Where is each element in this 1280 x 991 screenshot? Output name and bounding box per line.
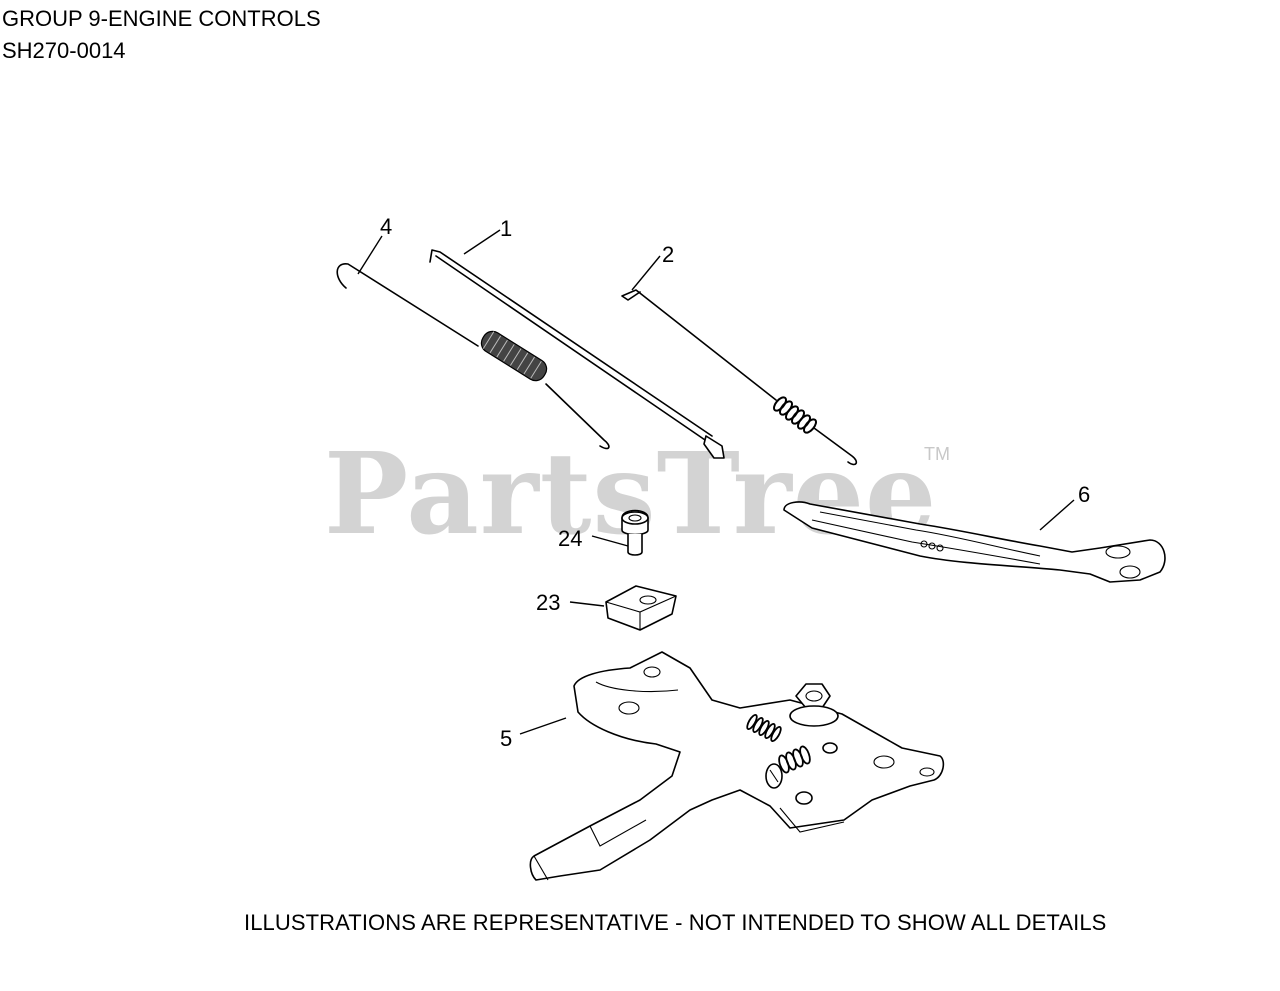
part-5-control-bracket[interactable] (529, 651, 945, 881)
callout-4[interactable]: 4 (380, 214, 392, 239)
part-1-control-rod[interactable] (429, 249, 725, 459)
part-4-spring-link[interactable] (336, 263, 610, 450)
callout-23[interactable]: 23 (536, 590, 560, 615)
diagram-code: SH270-0014 (2, 38, 126, 63)
disclaimer-note: ILLUSTRATIONS ARE REPRESENTATIVE - NOT I… (244, 910, 1107, 935)
leader-2 (631, 255, 661, 291)
leader-4 (357, 235, 383, 275)
part-23-clip[interactable] (605, 585, 677, 631)
part-24-screw[interactable] (621, 509, 649, 556)
callout-5[interactable]: 5 (500, 726, 512, 751)
trademark-mark: TM (924, 444, 950, 464)
diagram-title: GROUP 9-ENGINE CONTROLS (2, 6, 321, 31)
part-2-governor-rod[interactable] (621, 289, 858, 466)
callout-24[interactable]: 24 (558, 526, 582, 551)
callout-2[interactable]: 2 (662, 242, 674, 267)
leader-24 (591, 535, 629, 547)
part-6-throttle-lever[interactable] (783, 501, 1166, 583)
leader-6 (1039, 499, 1075, 531)
callout-1[interactable]: 1 (500, 216, 512, 241)
leader-5 (519, 717, 567, 735)
leader-1 (463, 229, 501, 255)
callout-6[interactable]: 6 (1078, 482, 1090, 507)
leader-23 (569, 601, 605, 607)
